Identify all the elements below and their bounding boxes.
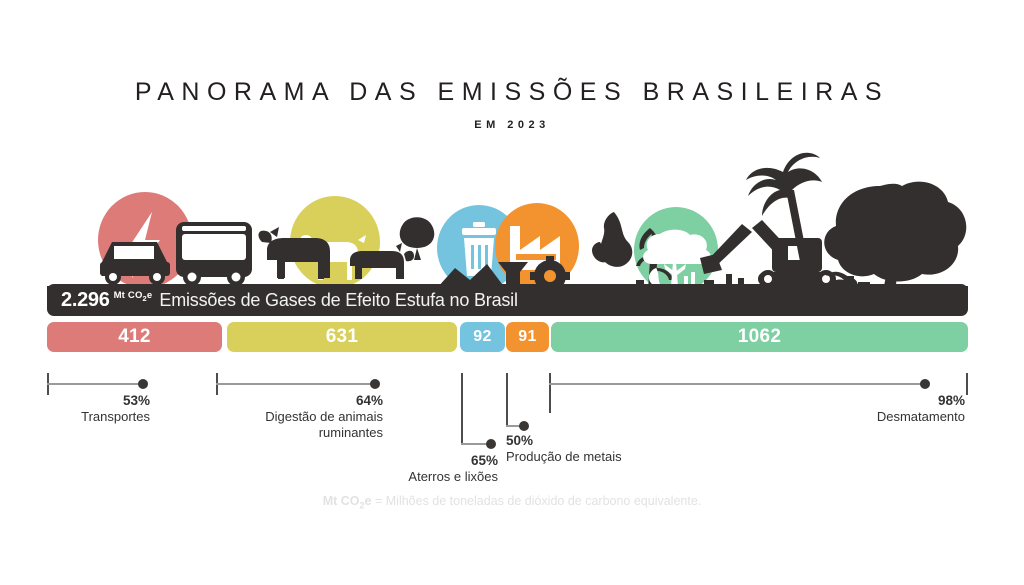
segment-producao-metais[interactable]: 91 — [506, 322, 549, 352]
segment-value: 412 — [118, 326, 151, 347]
segment-value: 631 — [325, 326, 359, 347]
excavator-and-tree-icon — [592, 152, 967, 290]
dot-digestao — [370, 379, 380, 389]
leader-metais — [506, 425, 526, 427]
label-percent: 64% — [355, 393, 383, 408]
label-desmatamento: 98% Desmatamento — [780, 393, 965, 425]
waste-mound — [437, 264, 505, 288]
page-subtitle: EM 2023 — [474, 119, 550, 131]
label-transportes: 53% Transportes — [0, 393, 150, 425]
label-name: Desmatamento — [876, 409, 965, 424]
total-headline: Emissões de Gases de Efeito Estufa no Br… — [159, 289, 518, 310]
segment-digestao-animais[interactable]: 631 — [227, 322, 457, 352]
tick-metais-start — [506, 373, 508, 427]
leader-desmatamento — [549, 383, 925, 385]
industry-stand — [498, 262, 528, 290]
dot-transportes — [138, 379, 148, 389]
segment-value: 1062 — [737, 326, 782, 347]
segment-aterros[interactable]: 92 — [460, 322, 505, 352]
segment-value: 92 — [473, 328, 492, 345]
label-name: Produção de metais — [506, 449, 622, 464]
cattle-icon — [258, 217, 435, 280]
leader-transportes — [47, 383, 143, 385]
leader-aterros — [461, 443, 489, 445]
page-title: PANORAMA DAS EMISSÕES BRASILEIRAS — [134, 78, 890, 106]
label-name: Transportes — [81, 409, 150, 424]
total-emissions-bar: 2.296 Mt CO2e Emissões de Gases de Efeit… — [47, 284, 968, 316]
label-percent: 50% — [506, 433, 534, 448]
footnote: Mt CO2e = Milhões de toneladas de dióxid… — [0, 494, 1024, 511]
label-aterros: 65% Aterros e lixões — [340, 453, 498, 485]
illustration-scene — [0, 150, 1024, 295]
car-and-bus-icon — [100, 222, 252, 286]
dot-metais — [519, 421, 529, 431]
footnote-text: = Milhões de toneladas de dióxido de car… — [374, 494, 702, 508]
segment-desmatamento[interactable]: 1062 — [551, 322, 968, 352]
methane-balloon-icon — [399, 217, 435, 260]
label-percent: 53% — [122, 393, 150, 408]
total-unit: Mt CO2e — [113, 290, 153, 303]
dot-desmatamento — [920, 379, 930, 389]
tick-desmatamento-start — [549, 373, 551, 413]
label-name: Aterros e lixões — [408, 469, 498, 484]
label-name-line1: Digestão de animais — [265, 409, 383, 424]
label-percent: 98% — [937, 393, 965, 408]
label-percent: 65% — [470, 453, 498, 468]
trash-bin-icon — [462, 222, 496, 276]
segment-value: 91 — [518, 328, 537, 345]
total-value: 2.296 — [61, 288, 110, 311]
footnote-unit: Mt CO2e — [322, 494, 372, 511]
label-digestao: 64% Digestão de animais ruminantes — [180, 393, 383, 441]
tick-desmatamento-end — [966, 373, 968, 395]
leader-digestao — [216, 383, 374, 385]
label-name-line2: ruminantes — [318, 425, 383, 440]
dot-aterros — [486, 439, 496, 449]
label-metais: 50% Produção de metais — [506, 433, 726, 465]
annotation-layer: 53% Transportes 64% Digestão de animais … — [0, 355, 1024, 490]
segment-transportes[interactable]: 412 — [47, 322, 222, 352]
tick-aterros-start — [461, 373, 463, 445]
